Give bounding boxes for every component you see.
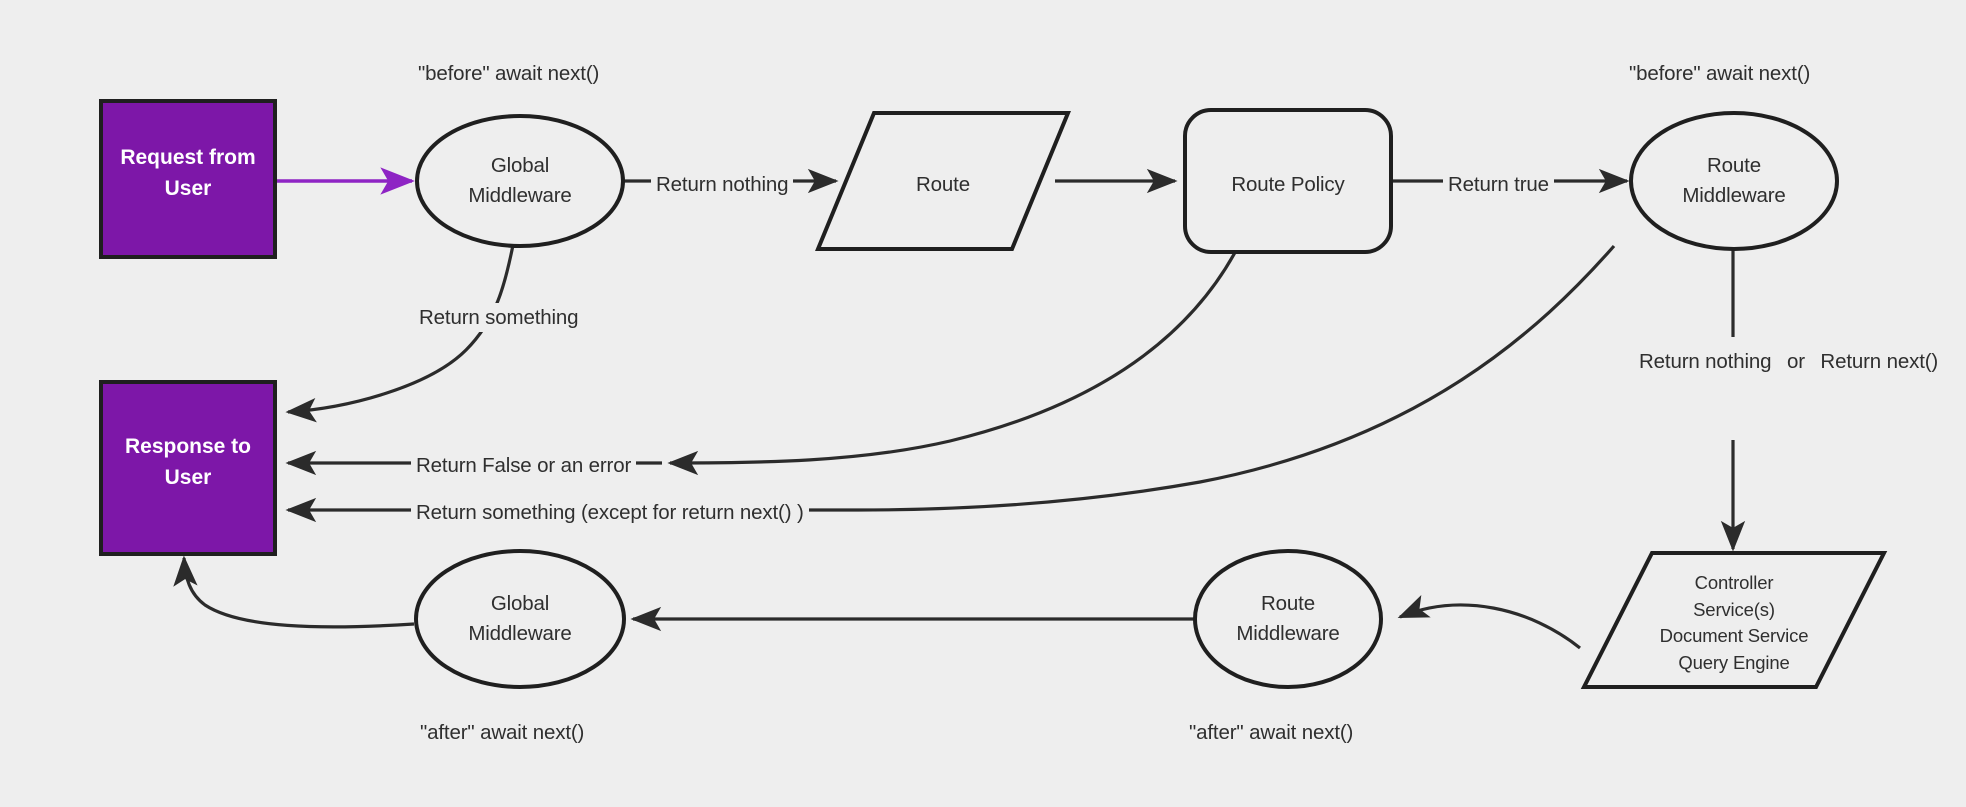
edge-route-policy-return-false (667, 244, 1241, 476)
node-route-middleware-top[interactable] (1629, 111, 1839, 251)
edge-global-middleware-return-something (285, 244, 515, 423)
node-route-policy[interactable] (1183, 108, 1393, 254)
edge-route-middleware-return-something (857, 244, 1616, 512)
edge-label-return-false-or-error: Return False or an error (411, 451, 637, 481)
edge-global-middleware-bottom-to-response (173, 555, 415, 629)
edge-controller-to-route-middleware-bottom (1397, 594, 1581, 650)
edge-label-return-something-global: Return something (414, 303, 584, 333)
annotation-after-await-next-route: "after" await next() (1189, 721, 1354, 744)
annotation-before-await-next-route: "before" await next() (1629, 62, 1811, 85)
edge-label-return-nothing: Return nothing (651, 170, 794, 200)
annotation-after-await-next-global: "after" await next() (420, 721, 585, 744)
node-route[interactable] (815, 111, 1071, 251)
node-route-middleware-bottom[interactable] (1193, 549, 1383, 689)
node-global-middleware-bottom[interactable] (414, 549, 626, 689)
node-request-from-user[interactable] (99, 99, 277, 259)
node-response-to-user[interactable] (99, 380, 277, 556)
annotation-before-await-next-global: "before" await next() (418, 62, 600, 85)
node-global-middleware-top[interactable] (415, 114, 625, 248)
node-controller-stack[interactable] (1580, 551, 1888, 689)
edge-label-return-something-except-next: Return something (except for return next… (411, 498, 809, 528)
edge-label-return-true: Return true (1443, 170, 1554, 200)
